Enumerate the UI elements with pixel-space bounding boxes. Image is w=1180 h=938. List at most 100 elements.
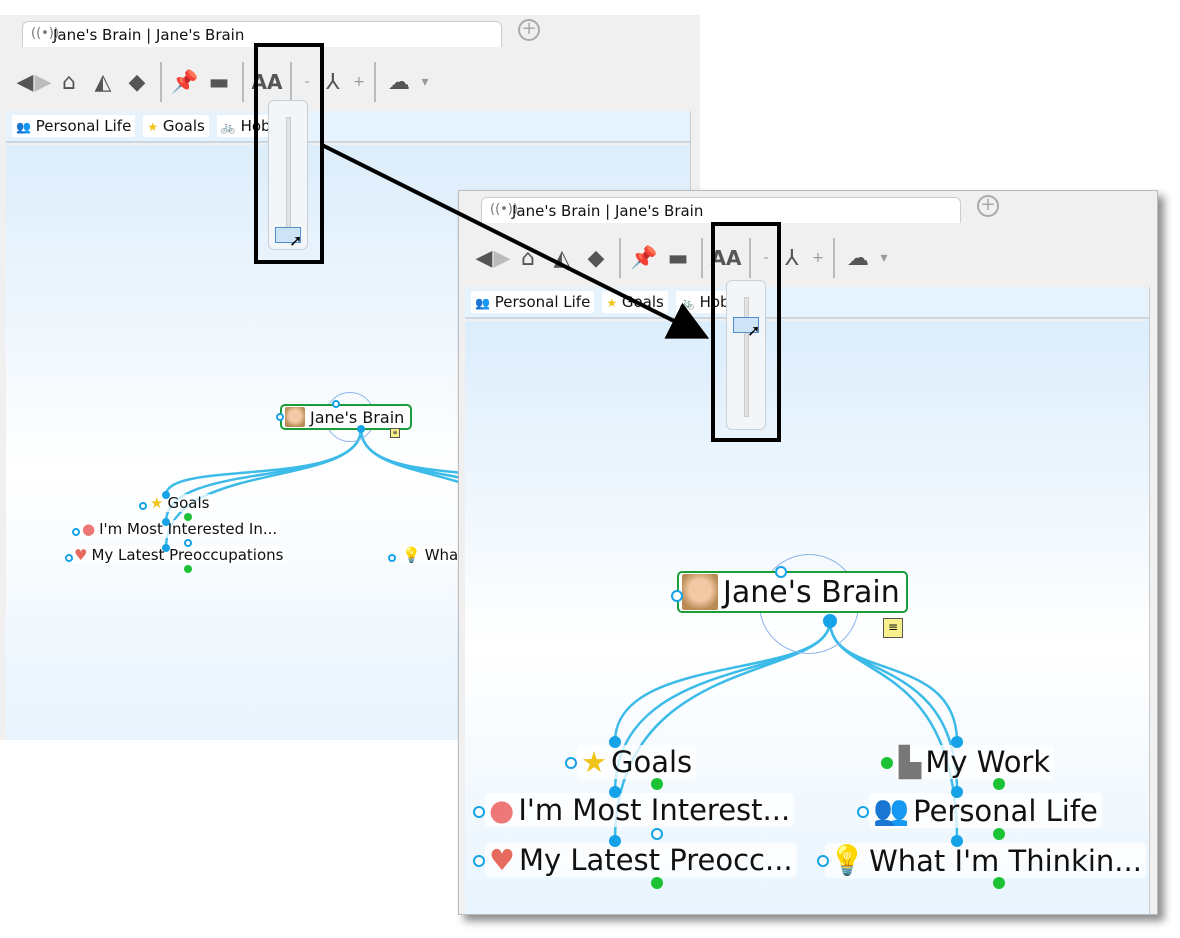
thought-interested[interactable]: ●I'm Most Interest...	[485, 793, 795, 827]
new-tab-button[interactable]: +	[518, 19, 540, 41]
connector-handle[interactable]	[473, 806, 485, 818]
bicycle-icon: 🚲	[679, 296, 695, 310]
dropdown-icon[interactable]: ▾	[880, 250, 888, 266]
folder-icon[interactable]: ▬	[667, 245, 689, 271]
tab[interactable]: ((•))Jane's Brain | Jane's Brain	[22, 21, 502, 47]
slider-track	[744, 297, 749, 417]
vertical-scrollbar[interactable]	[1149, 287, 1157, 914]
connector-handle[interactable]	[357, 425, 365, 433]
bookmark-item[interactable]: ★ Goals	[602, 291, 668, 313]
connector-handle[interactable]	[72, 528, 80, 536]
toolbar: ◀▶⌂◭◆📌▬AA-⅄+☁▾	[0, 55, 690, 109]
note-icon[interactable]: ≡	[390, 428, 400, 438]
slider-thumb[interactable]	[733, 317, 759, 334]
tag-icon[interactable]: ◆	[128, 69, 146, 95]
connector-handle[interactable]	[332, 400, 340, 408]
avatar	[682, 574, 718, 610]
connector-handle[interactable]	[473, 855, 485, 867]
connector-handle[interactable]	[162, 518, 170, 526]
connector-handle[interactable]	[184, 513, 192, 521]
connector-handle[interactable]	[993, 778, 1005, 790]
plus-icon[interactable]: +	[353, 74, 365, 90]
forward-icon[interactable]: ▶	[34, 69, 52, 95]
plex-canvas[interactable]: Jane's Brain ≡ ★Goals ●I'm Most Interest...…	[465, 321, 1149, 914]
thought-goals[interactable]: ★Goals	[146, 494, 214, 512]
connector-handle[interactable]	[162, 491, 170, 499]
connector-handle[interactable]	[951, 835, 963, 847]
minus-icon[interactable]: -	[304, 74, 310, 90]
thought-what[interactable]: 💡What	[398, 546, 469, 564]
toolbar-divider	[749, 238, 751, 278]
connector-handle[interactable]	[823, 614, 837, 628]
star-icon: ★	[606, 296, 618, 310]
connector-handle[interactable]	[951, 786, 963, 798]
back-icon[interactable]: ◀	[16, 69, 34, 95]
font-size-slider-left[interactable]: ➚	[268, 100, 308, 250]
font-size-slider-right[interactable]: ➚	[726, 280, 766, 430]
connector-handle[interactable]	[671, 590, 683, 602]
link-line	[164, 428, 363, 496]
connector-handle[interactable]	[651, 877, 663, 889]
connector-handle[interactable]	[857, 806, 869, 818]
shapes-icon[interactable]: ◭	[553, 245, 571, 271]
thought-preoccupations[interactable]: ♥My Latest Preocc...	[485, 843, 797, 877]
dropdown-icon[interactable]: ▾	[421, 74, 429, 90]
network-icon[interactable]: ⅄	[326, 69, 340, 95]
shapes-icon[interactable]: ◭	[94, 69, 112, 95]
minus-icon[interactable]: -	[763, 250, 769, 266]
connector-handle[interactable]	[276, 413, 284, 421]
forward-icon[interactable]: ▶	[493, 245, 511, 271]
bookmark-item[interactable]: 👥 Personal Life	[12, 115, 136, 137]
thought-personal-life[interactable]: 👥Personal Life	[869, 793, 1102, 828]
connector-handle[interactable]	[65, 554, 73, 562]
connector-handle[interactable]	[609, 835, 621, 847]
tab-title: Jane's Brain | Jane's Brain	[512, 202, 704, 220]
connector-handle[interactable]	[184, 539, 192, 547]
thought-goals[interactable]: ★Goals	[577, 745, 697, 779]
slider-thumb[interactable]	[275, 227, 301, 243]
central-thought[interactable]: Jane's Brain	[280, 404, 413, 430]
thought-preoccupations[interactable]: ♥My Latest Preoccupations	[70, 546, 288, 564]
pin-icon[interactable]: 📌	[630, 245, 658, 271]
connector-handle[interactable]	[184, 565, 192, 573]
connector-handle[interactable]	[565, 757, 577, 769]
connector-handle[interactable]	[651, 778, 663, 790]
building-icon: ▙	[899, 745, 922, 779]
connector-handle[interactable]	[881, 757, 893, 769]
pin-icon[interactable]: 📌	[171, 69, 199, 95]
note-icon[interactable]: ≡	[883, 618, 903, 638]
toolbar-divider	[160, 62, 162, 102]
network-icon[interactable]: ⅄	[785, 245, 799, 271]
star-icon: ★	[581, 745, 607, 779]
connector-handle[interactable]	[139, 502, 147, 510]
thought-label: My Latest Preoccupations	[91, 546, 284, 564]
connector-handle[interactable]	[651, 828, 663, 840]
connector-handle[interactable]	[993, 828, 1005, 840]
thought-what-thinking[interactable]: 💡What I'm Thinkin...	[825, 843, 1146, 878]
central-thought[interactable]: Jane's Brain	[677, 571, 908, 613]
connector-handle[interactable]	[162, 544, 170, 552]
connector-handle[interactable]	[388, 554, 396, 562]
home-icon[interactable]: ⌂	[62, 69, 76, 95]
font-size-icon[interactable]: AA	[710, 246, 742, 270]
people-icon: 👥	[475, 296, 490, 310]
thought-interested[interactable]: ●I'm Most Interested In...	[78, 520, 282, 538]
bookmark-item[interactable]: ★ Goals	[143, 115, 209, 137]
connector-handle[interactable]	[817, 855, 829, 867]
bookmark-item[interactable]: 👥 Personal Life	[471, 291, 595, 313]
connector-handle[interactable]	[609, 736, 621, 748]
new-tab-button[interactable]: +	[977, 195, 999, 217]
connector-handle[interactable]	[951, 736, 963, 748]
thought-my-work[interactable]: ▙My Work	[895, 745, 1055, 779]
connector-handle[interactable]	[609, 786, 621, 798]
tag-icon[interactable]: ◆	[587, 245, 605, 271]
folder-icon[interactable]: ▬	[208, 69, 230, 95]
back-icon[interactable]: ◀	[475, 245, 493, 271]
tab[interactable]: ((•))Jane's Brain | Jane's Brain	[481, 197, 961, 223]
cloud-icon[interactable]: ☁	[388, 69, 410, 95]
connector-handle[interactable]	[993, 877, 1005, 889]
cloud-icon[interactable]: ☁	[847, 245, 869, 271]
connector-handle[interactable]	[775, 566, 787, 578]
plus-icon[interactable]: +	[812, 250, 824, 266]
home-icon[interactable]: ⌂	[521, 245, 535, 271]
